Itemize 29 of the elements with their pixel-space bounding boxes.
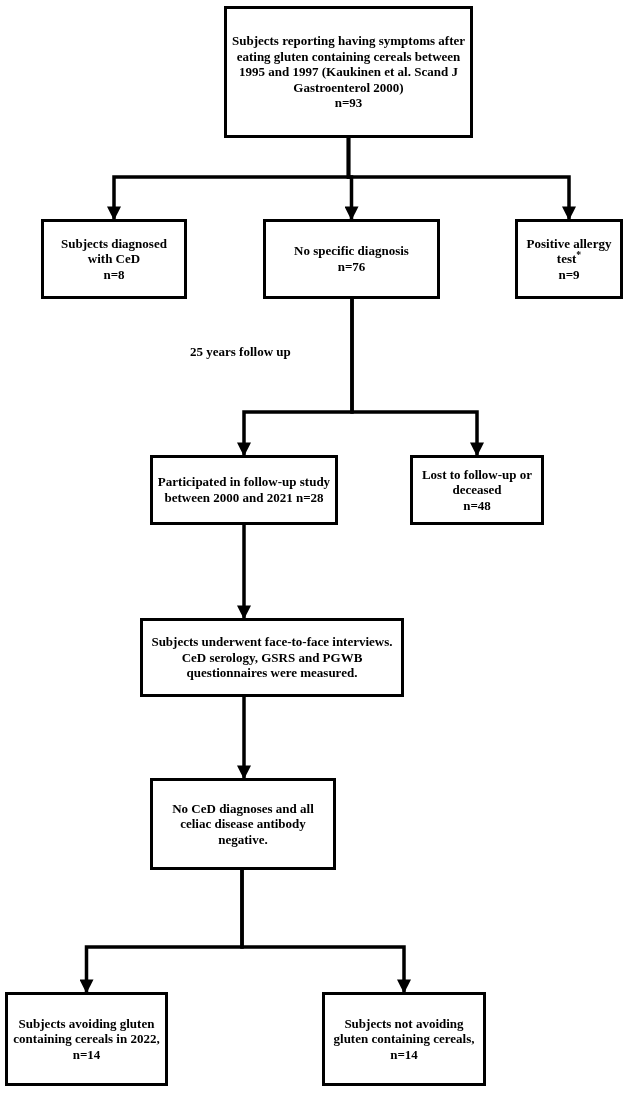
box-text: n=48 <box>463 497 491 514</box>
arrow <box>237 525 251 620</box>
arrow <box>240 870 411 994</box>
box-text: Subjects underwent face-to-face interviews. CeD serology, GSRS and PGWB questionnaires were measured. <box>150 634 394 681</box>
box-text: Subjects reporting having symptoms after eating gluten containing cereals between 1995 and 1997 (Kaukinen et al. Scand J Gastroenterol 2000) <box>231 33 466 96</box>
box-text: n=8 <box>103 266 125 283</box>
box-text: n=76 <box>337 259 366 275</box>
box-text: Positive allergy test$^{*}$ <box>525 235 613 267</box>
process-box <box>263 219 440 299</box>
process-box <box>150 455 338 525</box>
process-box <box>410 455 544 525</box>
box-text: Participated in follow-up study between 2000 and 2021 n=28 <box>157 474 331 506</box>
process-box <box>515 219 623 299</box>
box-text: n=14 <box>72 1046 101 1063</box>
step-label: 25 years follow up <box>190 343 291 361</box>
box-text: No CeD diagnoses and all celiac disease antibody negative. <box>171 800 315 848</box>
process-box <box>5 992 168 1086</box>
process-box <box>322 992 486 1086</box>
arrow <box>237 697 251 780</box>
process-box <box>41 219 187 299</box>
box-text: n=14 <box>390 1046 418 1063</box>
box-text: n=9 <box>558 266 580 283</box>
process-box <box>150 778 336 870</box>
process-box <box>224 6 473 138</box>
process-box <box>140 618 404 697</box>
box-text: n=93 <box>334 95 363 111</box>
arrow <box>346 138 576 221</box>
box-text: No specific diagnosis <box>294 243 409 259</box>
arrow <box>350 299 484 457</box>
